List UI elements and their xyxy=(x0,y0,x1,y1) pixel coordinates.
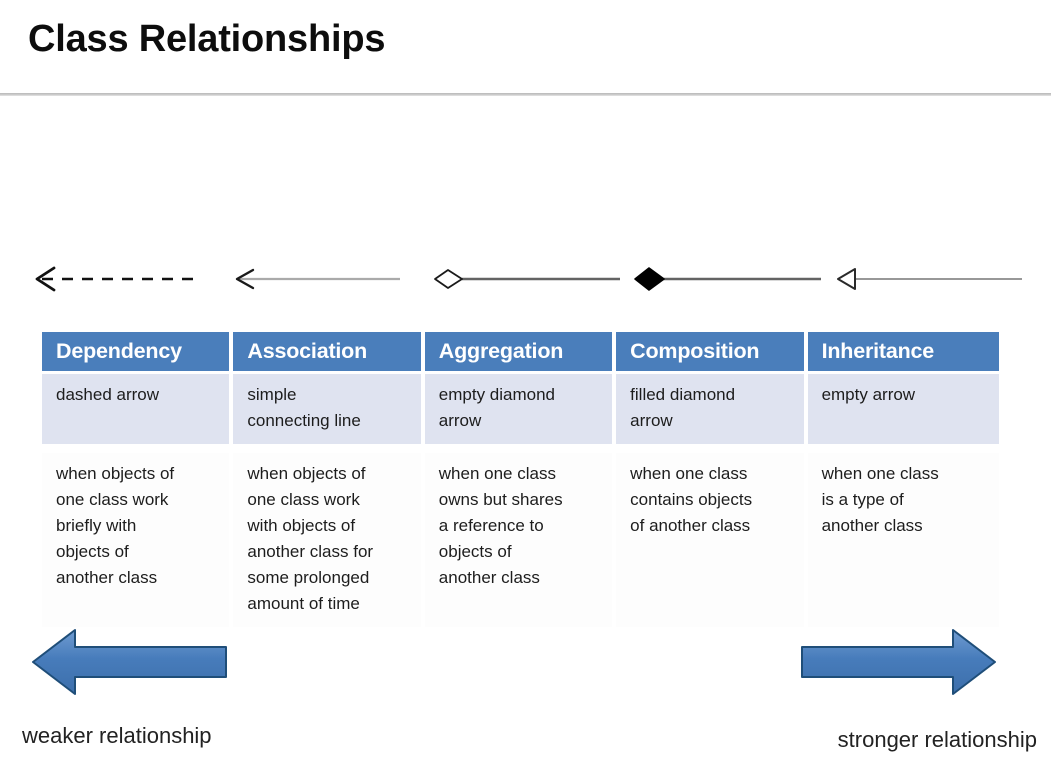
title-divider xyxy=(0,93,1051,96)
table-description-row: when objects of one class work briefly w… xyxy=(42,453,999,627)
notation-text: filled diamond arrow xyxy=(630,385,736,430)
weaker-direction-arrow xyxy=(30,626,228,698)
table-header-cell-inheritance[interactable]: Inheritance xyxy=(807,332,999,371)
table-header-row: Dependency Association Aggregation Compo… xyxy=(42,332,999,371)
notation-text: simple connecting line xyxy=(247,385,361,430)
table-cell-description-aggregation: when one class owns but shares a referen… xyxy=(424,453,617,627)
solid-line-open-arrow-icon xyxy=(229,258,420,300)
table-cell-notation-aggregation: empty diamond arrow xyxy=(424,374,617,444)
table-cell-notation-dependency: dashed arrow xyxy=(42,374,234,444)
dashed-open-arrow-icon xyxy=(28,258,219,300)
notation-glyph-row xyxy=(28,258,1023,300)
notation-text: empty diamond arrow xyxy=(438,385,556,430)
table-cell-notation-composition: filled diamond arrow xyxy=(616,374,808,444)
header-label: Association xyxy=(247,339,368,363)
table-cell-description-association: when objects of one class work with obje… xyxy=(233,453,425,627)
page-title: Class Relationships xyxy=(28,18,386,60)
table-header-cell-association[interactable]: Association xyxy=(233,332,425,371)
filled-diamond-line-icon xyxy=(631,258,822,300)
description-text: when one class contains objects of anoth… xyxy=(630,464,753,535)
relationship-table: Dependency Association Aggregation Compo… xyxy=(42,332,999,627)
table-cell-description-inheritance: when one class is a type of another clas… xyxy=(807,453,999,627)
table-notation-row: dashed arrow simple connecting line empt… xyxy=(42,374,999,444)
empty-triangle-line-icon xyxy=(832,258,1023,300)
weaker-relationship-caption: weaker relationship xyxy=(22,723,212,748)
table-cell-description-dependency: when objects of one class work briefly w… xyxy=(42,453,234,627)
header-label: Composition xyxy=(630,339,760,363)
description-text: when one class owns but shares a referen… xyxy=(438,464,563,587)
table-header-cell-aggregation[interactable]: Aggregation xyxy=(424,332,617,371)
table-cell-notation-inheritance: empty arrow xyxy=(807,374,999,444)
notation-text: empty arrow xyxy=(821,385,916,404)
stronger-relationship-caption: stronger relationship xyxy=(837,727,1037,752)
notation-text: dashed arrow xyxy=(56,385,160,404)
header-label: Aggregation xyxy=(438,339,564,363)
table-header-cell-dependency[interactable]: Dependency xyxy=(42,332,234,371)
stronger-direction-arrow xyxy=(800,626,998,698)
table-cell-description-composition: when one class contains objects of anoth… xyxy=(616,453,808,627)
table-cell-notation-association: simple connecting line xyxy=(233,374,425,444)
description-text: when objects of one class work briefly w… xyxy=(56,464,175,587)
header-label: Dependency xyxy=(56,339,182,363)
description-text: when objects of one class work with obje… xyxy=(247,464,374,613)
table-header-cell-composition[interactable]: Composition xyxy=(616,332,808,371)
empty-diamond-line-icon xyxy=(430,258,621,300)
header-label: Inheritance xyxy=(821,339,935,363)
description-text: when one class is a type of another clas… xyxy=(821,464,939,535)
